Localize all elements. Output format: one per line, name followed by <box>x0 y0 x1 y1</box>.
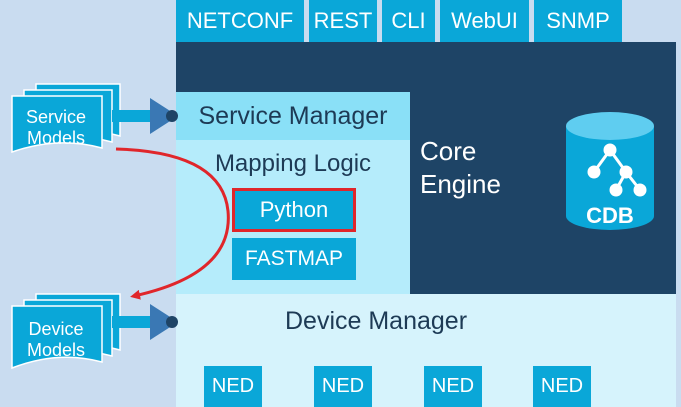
core-engine-label: Core Engine <box>420 135 550 205</box>
protocol-rest: REST <box>309 0 377 42</box>
device-models-icon <box>11 293 121 370</box>
service-models-label: Service Models <box>14 106 98 150</box>
ned-box-1: NED <box>204 366 262 407</box>
device-models-line2: Models <box>26 340 86 360</box>
cdb-label: CDB <box>586 203 634 228</box>
ned-box-4: NED <box>533 366 591 407</box>
core-engine-line1: Core <box>420 136 477 166</box>
device-models-line1: Device <box>28 319 84 339</box>
service-manager: Service Manager <box>176 92 410 140</box>
service-models-line1: Service <box>25 107 87 127</box>
device-manager-label: Device Manager <box>284 306 468 335</box>
device-models-label: Device Models <box>14 316 98 364</box>
protocol-webui: WebUI <box>440 0 529 42</box>
device-models-arrow <box>112 304 178 340</box>
tree-icon <box>587 143 647 197</box>
core-engine-line2: Engine <box>420 169 501 199</box>
ned-box-3: NED <box>424 366 482 407</box>
python-box: Python <box>232 188 356 232</box>
mapping-flow-arrow <box>115 147 230 300</box>
service-models-arrow <box>112 98 178 134</box>
mapping-logic-label: Mapping Logic <box>214 150 372 177</box>
cdb-database-icon: CDB <box>566 112 654 230</box>
protocol-netconf: NETCONF <box>176 0 304 42</box>
service-models-line2: Models <box>26 128 86 148</box>
protocol-snmp: SNMP <box>534 0 622 42</box>
fastmap-box: FASTMAP <box>232 238 356 280</box>
ned-box-2: NED <box>314 366 372 407</box>
service-models-icon <box>11 83 121 154</box>
protocol-cli: CLI <box>382 0 435 42</box>
